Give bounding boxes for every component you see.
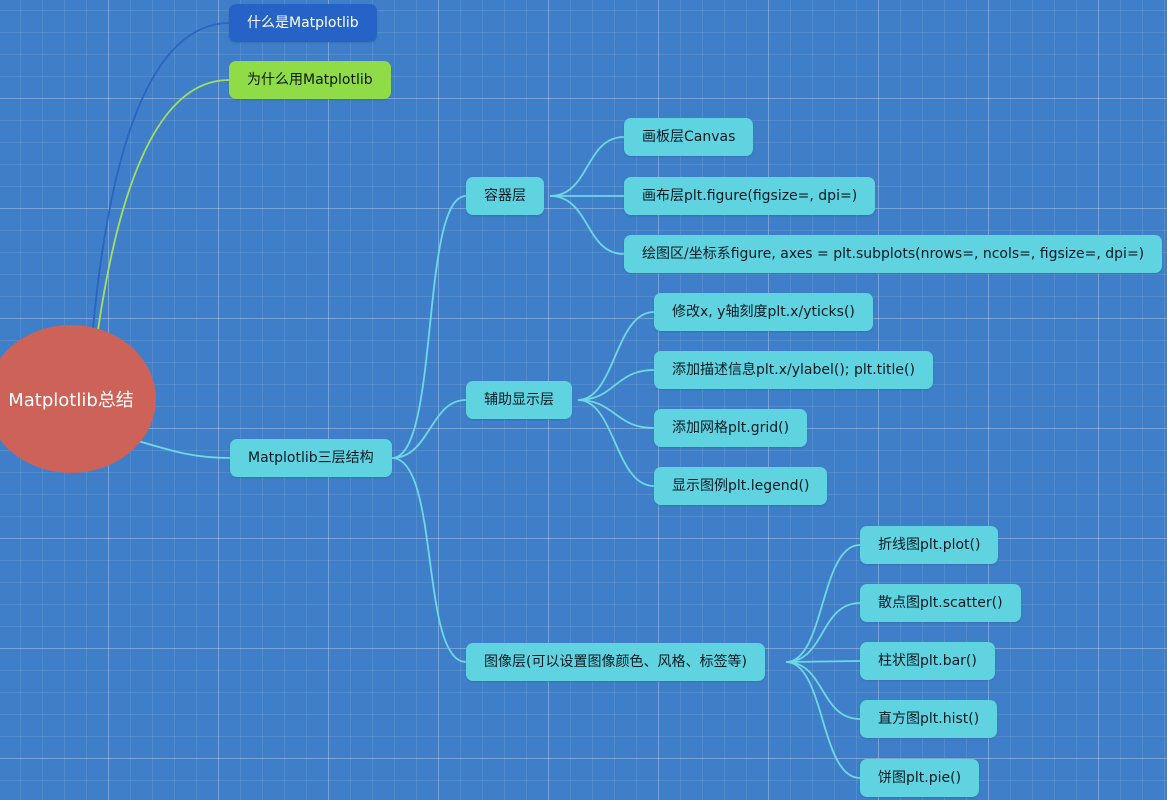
node-what-is-matplotlib[interactable]: 什么是Matplotlib <box>229 4 377 42</box>
link-layers-image <box>391 457 467 663</box>
link-layers-aux <box>391 399 467 459</box>
link-image-plot <box>785 544 861 663</box>
node-pie-chart[interactable]: 饼图plt.pie() <box>860 759 980 797</box>
link-image-scatter <box>785 602 861 663</box>
root-node[interactable]: Matplotlib总结 <box>0 325 156 473</box>
link-aux-ticks <box>577 311 655 401</box>
node-add-grid[interactable]: 添加网格plt.grid() <box>654 409 808 447</box>
link-aux-labels <box>577 369 655 401</box>
link-root-layers <box>137 440 231 459</box>
link-image-hist <box>785 661 861 720</box>
link-container-axes <box>549 195 625 255</box>
node-histogram[interactable]: 直方图plt.hist() <box>860 700 998 738</box>
node-container-layer[interactable]: 容器层 <box>466 177 544 215</box>
link-aux-grid <box>577 399 655 429</box>
node-modify-ticks[interactable]: 修改x, y轴刻度plt.x/yticks() <box>654 293 873 331</box>
node-auxiliary-display-layer[interactable]: 辅助显示层 <box>466 381 572 419</box>
link-image-pie <box>785 661 861 779</box>
node-why-matplotlib[interactable]: 为什么用Matplotlib <box>229 61 391 99</box>
link-container-canvas <box>549 136 625 197</box>
link-root-why <box>97 79 230 331</box>
link-root-what <box>92 22 230 329</box>
node-canvas-layer[interactable]: 画板层Canvas <box>624 118 754 156</box>
node-show-legend[interactable]: 显示图例plt.legend() <box>654 467 828 505</box>
link-aux-legend <box>577 399 655 487</box>
node-axes-area[interactable]: 绘图区/坐标系figure, axes = plt.subplots(nrows… <box>624 235 1163 273</box>
node-add-labels[interactable]: 添加描述信息plt.x/ylabel(); plt.title() <box>654 351 933 389</box>
node-image-layer[interactable]: 图像层(可以设置图像颜色、风格、标签等) <box>466 643 765 681</box>
node-line-chart[interactable]: 折线图plt.plot() <box>860 526 999 564</box>
node-figure-layer[interactable]: 画布层plt.figure(figsize=, dpi=) <box>624 177 876 215</box>
link-layers-container <box>391 195 467 459</box>
link-image-bar <box>785 660 861 663</box>
node-three-layer-structure[interactable]: Matplotlib三层结构 <box>230 439 392 477</box>
node-bar-chart[interactable]: 柱状图plt.bar() <box>860 642 995 680</box>
node-scatter-chart[interactable]: 散点图plt.scatter() <box>860 584 1021 622</box>
